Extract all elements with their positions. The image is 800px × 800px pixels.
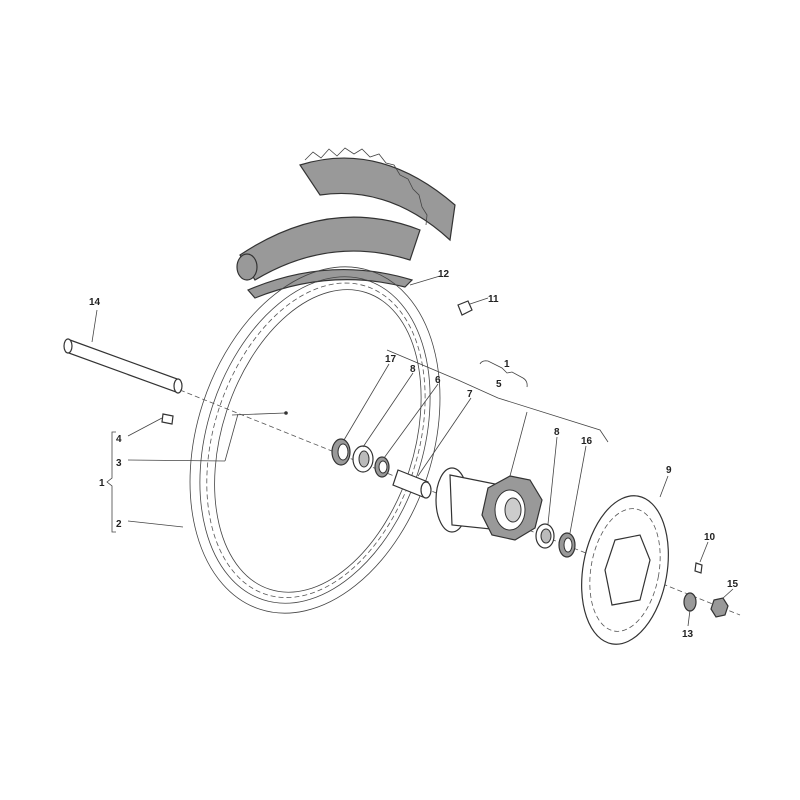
label-spacer: 7 [467,389,473,400]
label-disc-bolt: 10 [704,532,716,543]
tire [299,147,456,242]
label-hub: 5 [496,379,502,390]
axle [63,338,183,394]
valve-cap [457,300,473,316]
inner-tube [236,216,421,281]
disc-bolt [694,562,703,574]
rim [189,266,441,614]
label-hub-group: 1 [504,359,510,370]
label-brake-disc: 9 [666,465,672,476]
label-bearing-left: 8 [410,364,416,375]
label-valve-cap: 11 [488,294,499,305]
leader-lines [91,275,734,627]
label-rim: 2 [116,519,122,530]
label-valve: 4 [116,434,122,445]
label-seal-left: 17 [385,354,397,365]
spacer [392,469,432,499]
label-bearing-right: 8 [554,427,560,438]
label-washer: 6 [435,375,441,386]
label-seal-right: 16 [581,436,593,447]
label-axle: 14 [89,297,101,308]
axle-nut [710,597,729,618]
label-wheel-group: 1 [99,478,105,489]
label-rim-tape: 12 [438,269,450,280]
nut-washer [683,592,697,612]
rim-tape [247,268,414,299]
label-nut-washer: 13 [682,629,694,640]
label-axle-nut: 15 [727,579,739,590]
valve [161,413,174,425]
label-spoke: 3 [116,458,122,469]
brake-disc [581,495,669,645]
hub [435,467,543,541]
